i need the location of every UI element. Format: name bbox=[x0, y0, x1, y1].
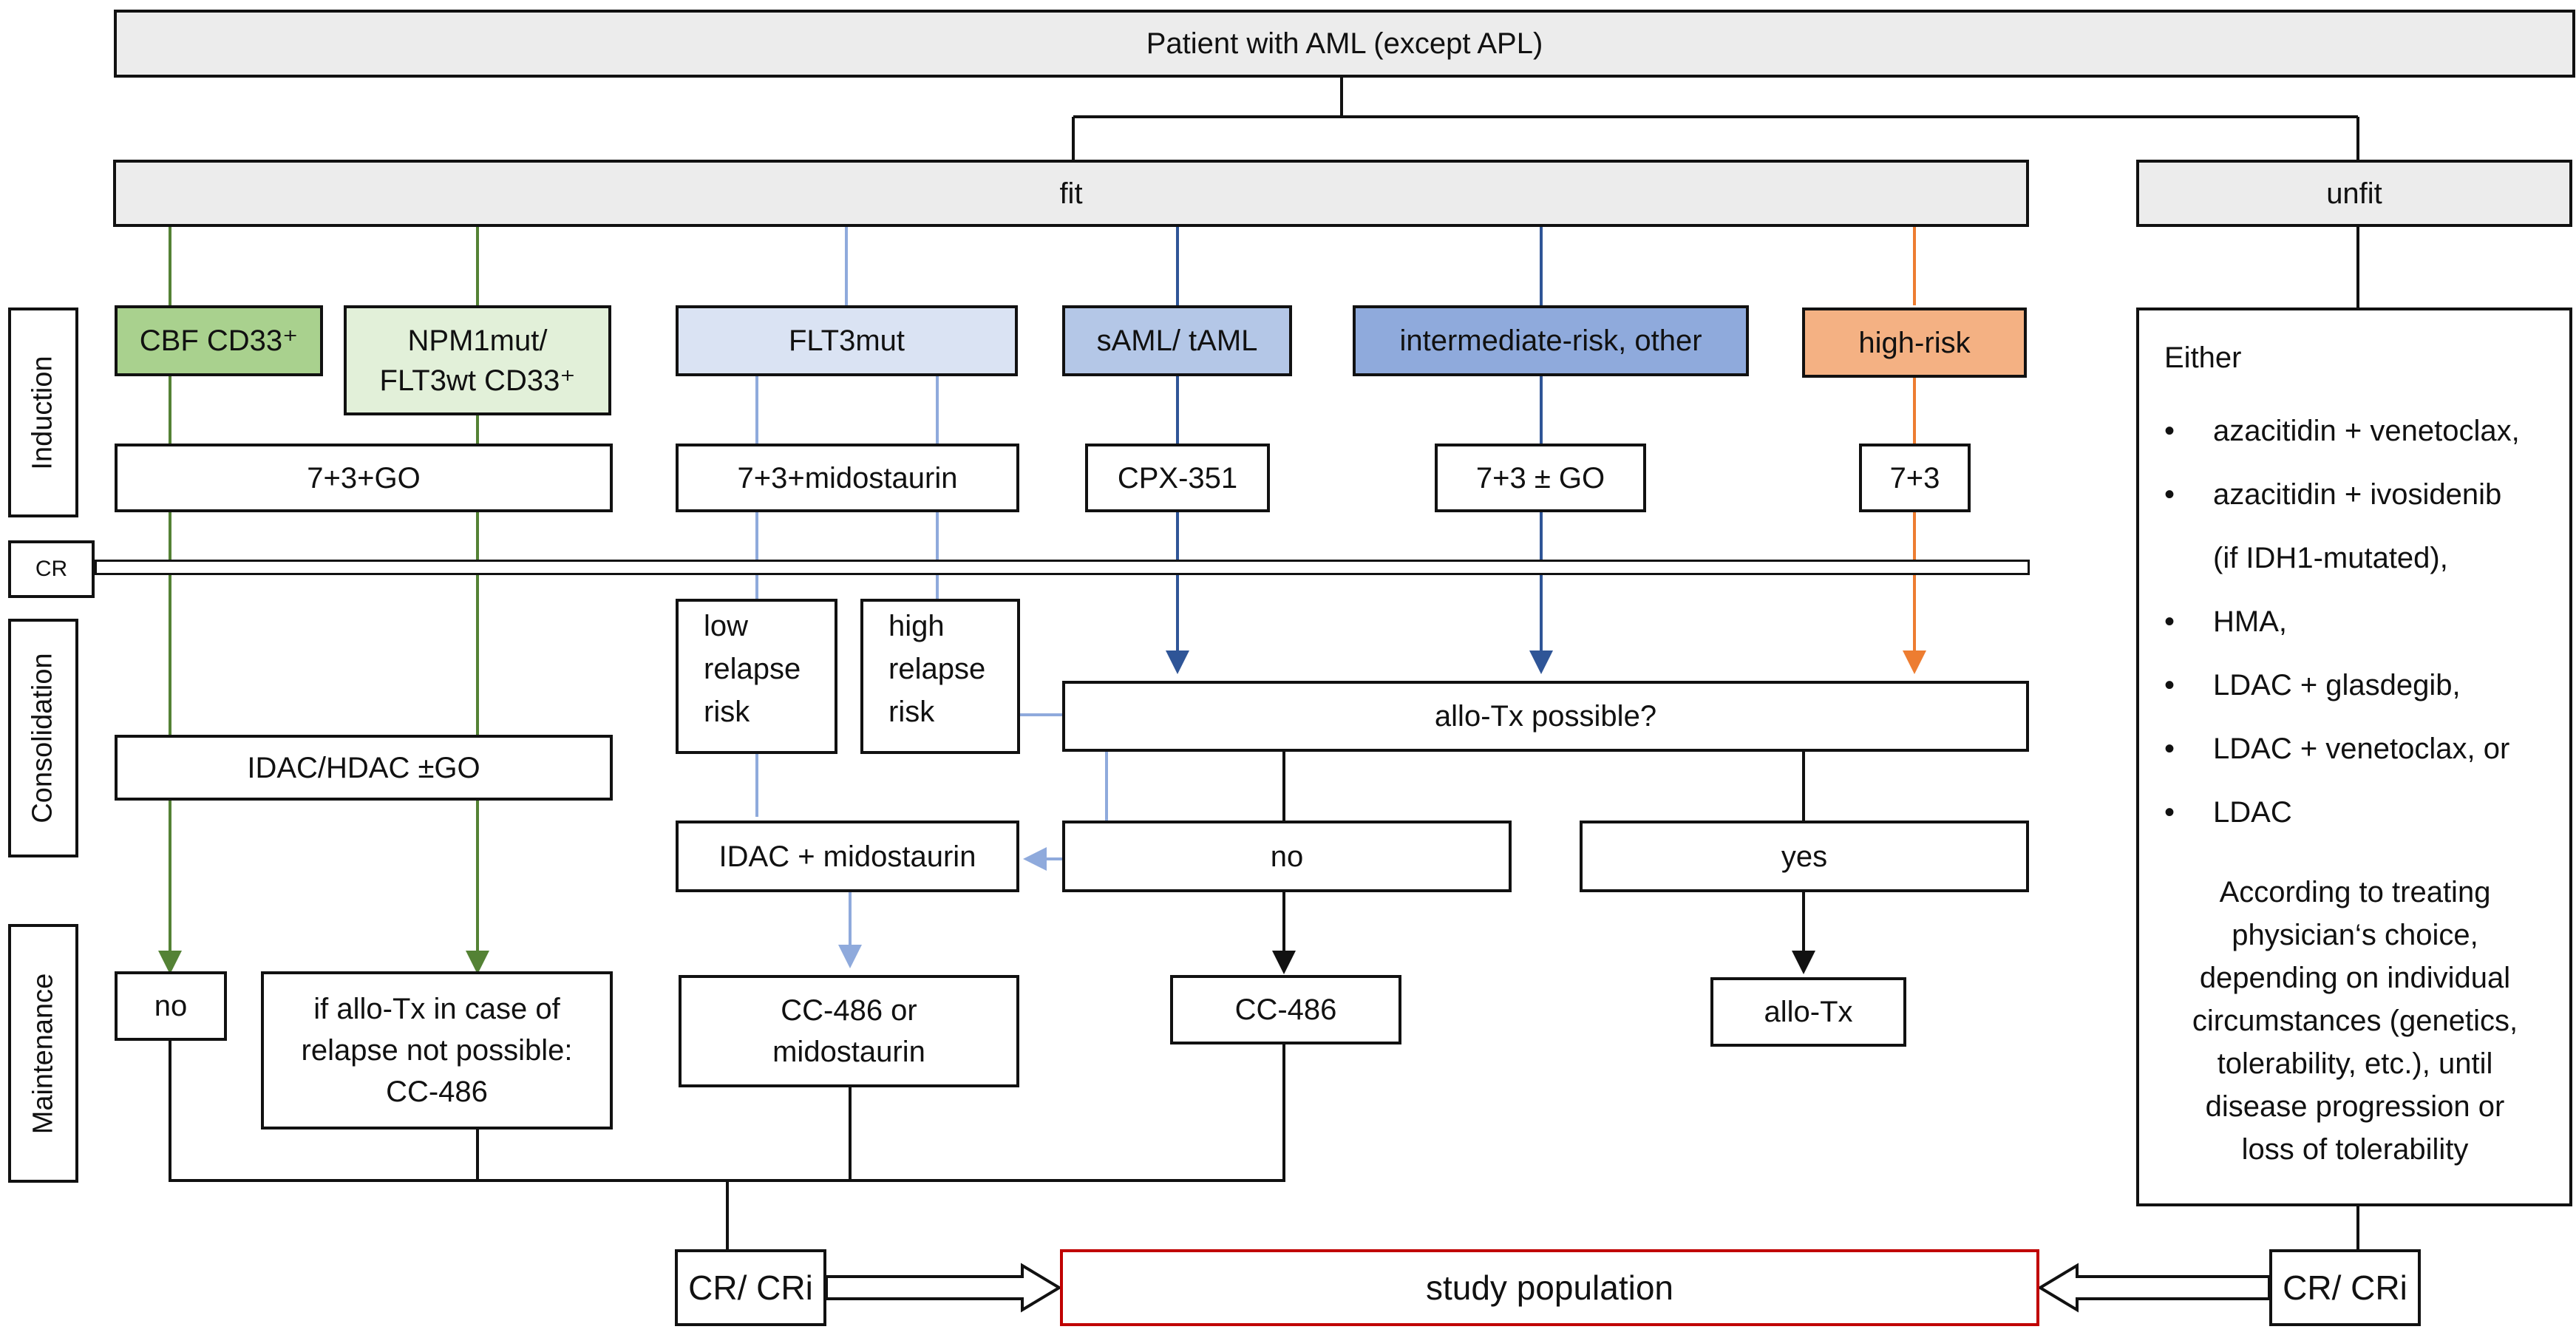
group-saml: sAML/ tAML bbox=[1062, 305, 1292, 376]
cr-cri-left-box: CR/ CRi bbox=[675, 1249, 826, 1326]
unfit-note-line7: loss of tolerability bbox=[2241, 1133, 2469, 1166]
induction-7-3-go: 7+3+GO bbox=[115, 444, 613, 512]
unfit-note-line4: circumstances (genetics, bbox=[2192, 1005, 2518, 1037]
group-npm1-line2: FLT3wt CD33⁺ bbox=[379, 364, 576, 397]
cr-cri-left-label: CR/ CRi bbox=[688, 1268, 813, 1307]
allo-relapse-line2: relapse not possible: bbox=[301, 1034, 573, 1067]
unfit-note-line3: depending on individual bbox=[2199, 962, 2511, 994]
maintenance-no-label: no bbox=[154, 990, 188, 1022]
group-flt3-label: FLT3mut bbox=[788, 325, 905, 357]
allo-yes-box: yes bbox=[1580, 821, 2029, 892]
unfit-option-ldac: LDAC bbox=[2164, 781, 2552, 844]
unfit-note-line6: disease progression or bbox=[2205, 1090, 2505, 1123]
unfit-note-line5: tolerability, etc.), until bbox=[2217, 1047, 2493, 1080]
induction-7-3-midostaurin: 7+3+midostaurin bbox=[676, 444, 1019, 512]
idac-midostaurin-label: IDAC + midostaurin bbox=[718, 840, 976, 873]
maintenance-cc486-label: CC-486 bbox=[1234, 993, 1337, 1026]
unfit-label: unfit bbox=[2326, 177, 2382, 210]
induction-7-3-label: 7+3 bbox=[1889, 461, 1940, 495]
fit-box: fit bbox=[113, 160, 2029, 227]
unfit-note-line2: physician‘s choice, bbox=[2232, 919, 2478, 951]
high-relapse-line2: relapse bbox=[888, 653, 986, 685]
split-line-top bbox=[1072, 77, 2359, 160]
phase-cr-label: CR bbox=[35, 557, 68, 581]
patient-title: Patient with AML (except APL) bbox=[1146, 27, 1543, 60]
low-relapse-line2: relapse bbox=[704, 653, 801, 685]
unfit-option-ldac-ven: LDAC + venetoclax, or bbox=[2164, 717, 2552, 781]
idac-midostaurin-box: IDAC + midostaurin bbox=[676, 821, 1019, 892]
study-population-label: study population bbox=[1425, 1268, 1674, 1307]
unfit-option-hma: HMA, bbox=[2164, 590, 2552, 653]
group-cbf: CBF CD33⁺ bbox=[115, 305, 323, 376]
unfit-choice-note: According to treating physician‘s choice… bbox=[2164, 871, 2552, 1171]
high-relapse-line1: high bbox=[888, 610, 945, 642]
high-relapse-line3: risk bbox=[888, 696, 935, 728]
maintenance-no-box: no bbox=[115, 971, 227, 1041]
unfit-option-aza-ven: azacitidin + venetoclax, bbox=[2164, 399, 2552, 463]
phase-induction-label: Induction bbox=[27, 355, 59, 470]
allo-tx-possible-label: allo-Tx possible? bbox=[1434, 700, 1657, 733]
maintenance-cc486-box: CC-486 bbox=[1170, 975, 1401, 1044]
induction-7-3-go-optional: 7+3 ± GO bbox=[1435, 444, 1646, 512]
group-intermediate-label: intermediate-risk, other bbox=[1399, 325, 1702, 357]
cr-cri-right-label: CR/ CRi bbox=[2283, 1268, 2407, 1307]
unfit-box: unfit bbox=[2136, 160, 2572, 227]
merge-line-bottom bbox=[169, 1041, 1285, 1249]
high-relapse-risk-box: high relapse risk bbox=[860, 599, 1020, 754]
hollow-arrow-right bbox=[2037, 1263, 2271, 1313]
study-population-box: study population bbox=[1060, 1249, 2039, 1326]
group-npm1: NPM1mut/ FLT3wt CD33⁺ bbox=[344, 305, 611, 415]
induction-7-3-go-label: 7+3+GO bbox=[307, 461, 421, 495]
group-cbf-label: CBF CD33⁺ bbox=[139, 325, 299, 357]
unfit-options-list: azacitidin + venetoclax, azacitidin + iv… bbox=[2164, 399, 2552, 844]
low-relapse-line3: risk bbox=[704, 696, 750, 728]
unfit-option-aza-ivo-note: (if IDH1-mutated), bbox=[2213, 542, 2448, 574]
fit-label: fit bbox=[1059, 177, 1083, 210]
induction-7-3-midostaurin-label: 7+3+midostaurin bbox=[737, 461, 958, 495]
maintenance-allo-tx-box: allo-Tx bbox=[1710, 977, 1906, 1047]
group-npm1-line1: NPM1mut/ bbox=[407, 324, 548, 357]
cc486-or-mido-line2: midostaurin bbox=[772, 1036, 925, 1068]
induction-7-3-go-optional-label: 7+3 ± GO bbox=[1475, 461, 1605, 495]
low-relapse-line1: low bbox=[704, 610, 749, 642]
unfit-option-ldac-glas: LDAC + glasdegib, bbox=[2164, 653, 2552, 717]
group-intermediate: intermediate-risk, other bbox=[1353, 305, 1749, 376]
induction-cpx-351: CPX-351 bbox=[1085, 444, 1270, 512]
induction-cpx-351-label: CPX-351 bbox=[1117, 461, 1238, 495]
patient-title-box: Patient with AML (except APL) bbox=[114, 10, 2575, 78]
phase-cr: CR bbox=[8, 540, 95, 598]
unfit-note-line1: According to treating bbox=[2219, 876, 2491, 908]
unfit-option-aza-ivo: azacitidin + ivosidenib bbox=[2164, 463, 2552, 526]
maintenance-allo-tx-label: allo-Tx bbox=[1764, 996, 1853, 1028]
phase-maintenance-label: Maintenance bbox=[27, 973, 58, 1134]
maintenance-cc486-or-midostaurin-box: CC-486 or midostaurin bbox=[679, 975, 1019, 1087]
idac-hdac-go-box: IDAC/HDAC ±GO bbox=[115, 735, 613, 801]
cr-cri-right-box: CR/ CRi bbox=[2269, 1249, 2421, 1326]
phase-consolidation: Consolidation bbox=[8, 619, 78, 857]
cc486-or-mido-line1: CC-486 or bbox=[781, 994, 917, 1027]
allo-yes-label: yes bbox=[1781, 840, 1828, 873]
group-flt3: FLT3mut bbox=[676, 305, 1018, 376]
group-saml-label: sAML/ tAML bbox=[1096, 325, 1258, 357]
allo-relapse-line3: CC-486 bbox=[386, 1076, 488, 1108]
allo-relapse-line1: if allo-Tx in case of bbox=[313, 993, 560, 1025]
phase-consolidation-label: Consolidation bbox=[27, 653, 59, 823]
phase-induction: Induction bbox=[8, 308, 78, 517]
low-relapse-risk-box: low relapse risk bbox=[676, 599, 837, 754]
allo-no-label: no bbox=[1270, 840, 1304, 873]
cr-band bbox=[95, 560, 2030, 575]
maintenance-allo-relapse-box: if allo-Tx in case of relapse not possib… bbox=[261, 971, 613, 1130]
allo-no-box: no bbox=[1062, 821, 1512, 892]
induction-7-3: 7+3 bbox=[1859, 444, 1971, 512]
group-high-risk: high-risk bbox=[1802, 308, 2027, 378]
group-high-risk-label: high-risk bbox=[1858, 326, 1971, 359]
idac-hdac-go-label: IDAC/HDAC ±GO bbox=[247, 751, 480, 784]
allo-tx-possible-box: allo-Tx possible? bbox=[1062, 681, 2029, 752]
unfit-treatment-panel: Either azacitidin + venetoclax, azacitid… bbox=[2136, 308, 2572, 1206]
hollow-arrow-left bbox=[825, 1263, 1062, 1313]
unfit-either-label: Either bbox=[2164, 342, 2242, 374]
phase-maintenance: Maintenance bbox=[8, 924, 78, 1183]
